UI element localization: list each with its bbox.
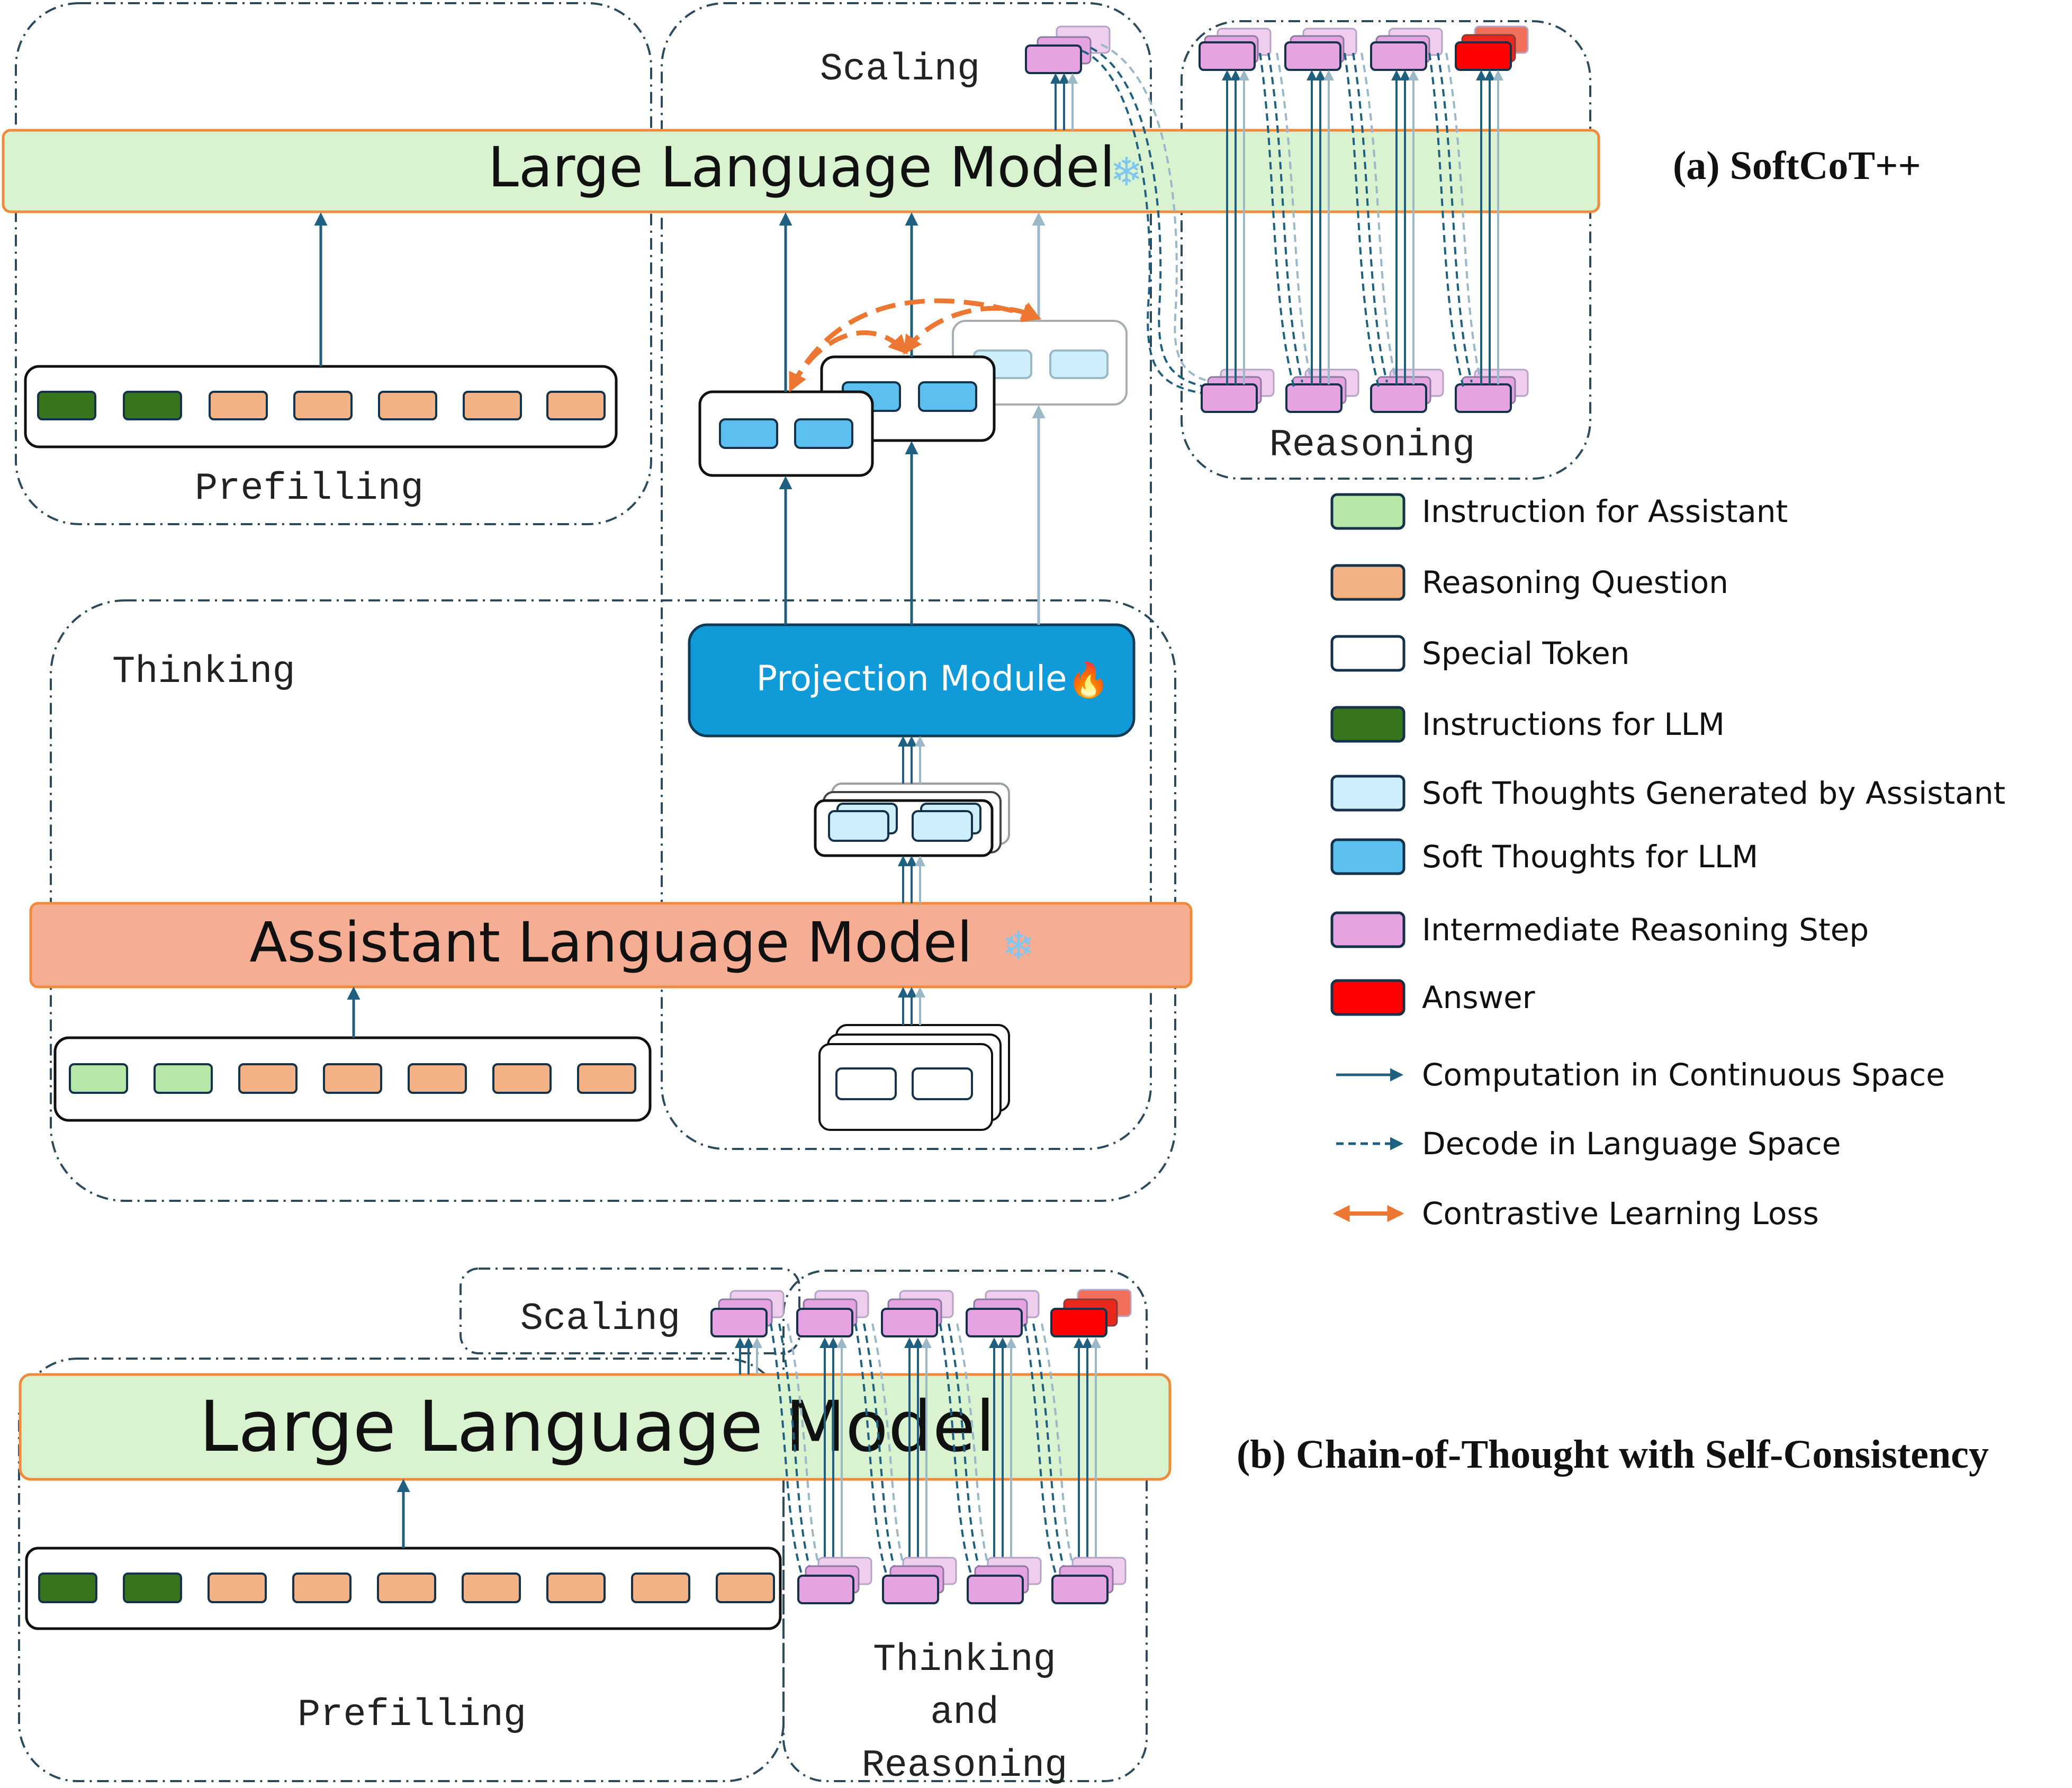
legend-swatch <box>1330 911 1406 948</box>
region-label-reasoning: Reasoning <box>1269 424 1475 467</box>
decode-b <box>770 1323 1077 1584</box>
region-label-thinking-b: Thinking <box>873 1638 1056 1682</box>
region-borders-b <box>18 1268 1148 1782</box>
legend-swatch <box>1330 838 1406 875</box>
region-label-scaling-b: Scaling <box>520 1297 680 1341</box>
prefill-tokens-a <box>24 365 618 448</box>
llm-bar-b <box>19 1373 1172 1481</box>
scaling-token-stack-a <box>1025 25 1111 74</box>
legend-item: Intermediate Reasoning Step <box>1330 911 1869 948</box>
reasoning-bottom-row <box>1201 369 1529 413</box>
legend-item: Instruction for Assistant <box>1330 493 1788 530</box>
fire-icon: 🔥 <box>1067 661 1110 700</box>
legend-label: Contrastive Learning Loss <box>1422 1196 1819 1232</box>
arrows-llm-to-scaling-a <box>1050 73 1078 130</box>
prefill-tokens-b <box>25 1547 782 1630</box>
arrows-b <box>735 1337 1101 1576</box>
caption-b: (b) Chain-of-Thought with Self-Consisten… <box>1237 1432 1989 1477</box>
legend-item: Soft Thoughts for LLM <box>1330 838 1758 875</box>
legend-label: Reasoning Question <box>1422 564 1728 600</box>
legend-swatch <box>1330 706 1406 743</box>
assistant-bar <box>29 902 1193 989</box>
snowflake-icon: ❄ <box>1002 923 1035 969</box>
arrows-special-to-assistant <box>898 987 925 1025</box>
region-label-and-b: and <box>930 1691 999 1735</box>
region-label-reasoning-b: Reasoning <box>862 1744 1068 1787</box>
top-row-b <box>710 1289 1132 1337</box>
legend-swatch <box>1330 493 1406 530</box>
llm-bar-a <box>2 129 1600 213</box>
arrows-projection-to-llm <box>779 212 1046 625</box>
region-label-scaling: Scaling <box>820 48 980 91</box>
legend-item: Contrastive Learning Loss <box>1332 1196 1819 1232</box>
region-label-prefilling-b: Prefilling <box>298 1693 526 1737</box>
legend-label: Special Token <box>1422 635 1629 671</box>
decode-curves-a <box>1082 43 1229 395</box>
legend-item: Answer <box>1330 979 1535 1016</box>
legend-label: Soft Thoughts for LLM <box>1422 839 1758 875</box>
legend-swatch <box>1330 775 1406 812</box>
region-label-thinking: Thinking <box>112 650 295 694</box>
snowflake-icon: ❄ <box>1110 149 1143 195</box>
legend-label: Soft Thoughts Generated by Assistant <box>1422 775 2005 811</box>
reasoning-arrows-a <box>1222 70 1503 384</box>
legend-swatch <box>1330 979 1406 1016</box>
assistant-tokens <box>53 1036 652 1122</box>
projection-label: Projection Module <box>756 658 1067 699</box>
region-borders-a <box>15 2 1591 1202</box>
legend-label: Instructions for LLM <box>1422 706 1725 742</box>
legend-item: Special Token <box>1330 635 1629 672</box>
reasoning-top-row <box>1199 25 1529 71</box>
legend-label: Intermediate Reasoning Step <box>1422 912 1869 948</box>
region-label-prefilling: Prefilling <box>195 467 424 510</box>
legend-label: Instruction for Assistant <box>1422 493 1788 529</box>
legend-label: Decode in Language Space <box>1422 1126 1841 1162</box>
contrastive-arcs <box>788 298 1041 392</box>
legend-item: Decode in Language Space <box>1336 1126 1841 1162</box>
legend-label: Computation in Continuous Space <box>1422 1057 1945 1093</box>
legend-label: Answer <box>1422 980 1535 1016</box>
legend-swatch <box>1330 564 1406 601</box>
assistant-label: Assistant Language Model <box>249 910 972 975</box>
llm-label-a: Large Language Model <box>488 135 1115 200</box>
legend-swatch <box>1330 635 1406 672</box>
bottom-row-b <box>797 1557 1127 1604</box>
llm-label-b: Large Language Model <box>199 1386 995 1468</box>
legend-item: Soft Thoughts Generated by Assistant <box>1330 775 2005 812</box>
legend-item: Computation in Continuous Space <box>1336 1057 1945 1093</box>
special-token-stack <box>818 1024 1010 1131</box>
soft-thought-stack <box>814 783 1010 857</box>
legend-item: Reasoning Question <box>1330 564 1728 601</box>
legend-item: Instructions for LLM <box>1330 706 1725 743</box>
reasoning-decode-a <box>1259 52 1481 387</box>
caption-a: (a) SoftCoT++ <box>1673 143 1921 188</box>
arrows-assistant-to-softthought <box>898 736 925 903</box>
